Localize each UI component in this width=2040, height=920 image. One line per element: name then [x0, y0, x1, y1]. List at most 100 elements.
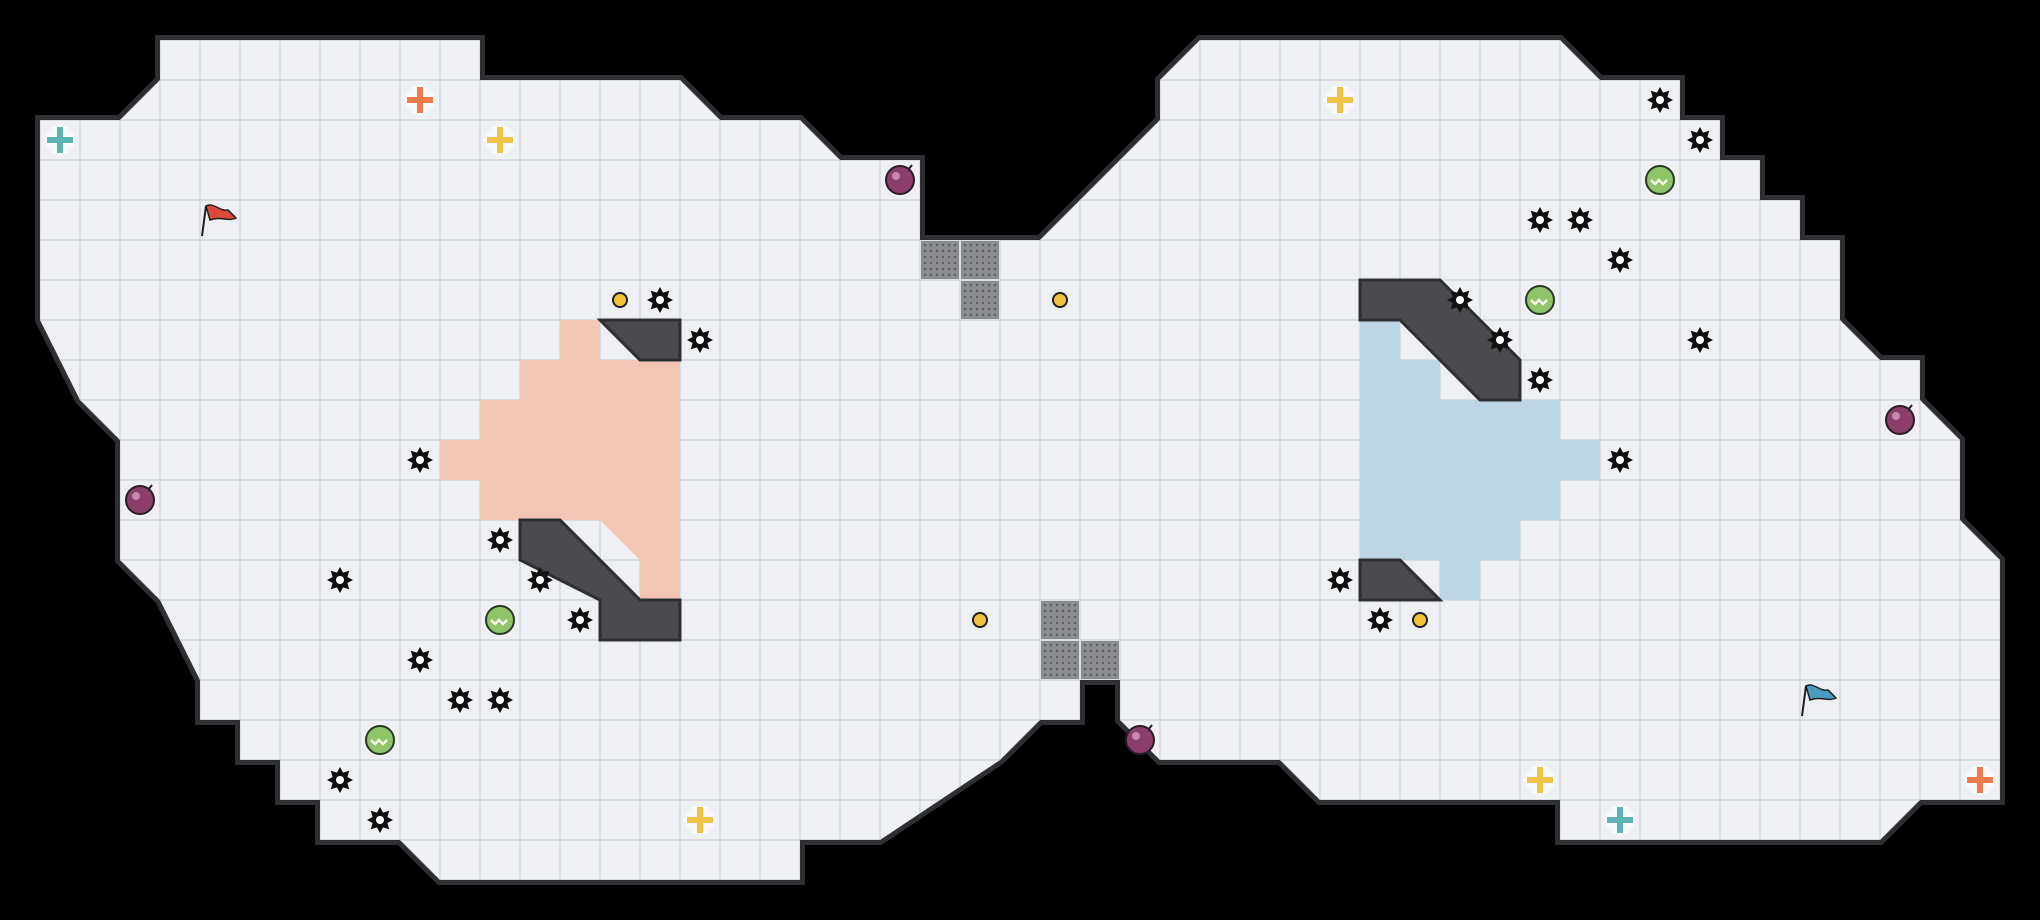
gate-dot — [993, 289, 997, 293]
spike — [407, 647, 433, 673]
bomb-fuse — [1147, 724, 1153, 731]
gate-dot — [975, 255, 979, 259]
objects-layer — [45, 85, 1995, 835]
gate-dot — [929, 267, 933, 271]
gate-dot — [1055, 655, 1059, 659]
blue-flag[interactable] — [1801, 684, 1838, 717]
gate-tile — [1081, 641, 1119, 679]
boost-icon — [1527, 767, 1553, 793]
spike — [487, 687, 513, 713]
spike — [1327, 567, 1353, 593]
gate-dot — [963, 313, 967, 317]
gate-dot — [1049, 661, 1053, 665]
gate-dot — [981, 243, 985, 247]
gate-tile — [961, 241, 999, 279]
gate-dot — [1089, 649, 1093, 653]
gate-dot — [1067, 609, 1071, 613]
gate-dot — [1055, 621, 1059, 625]
gate-dot — [987, 243, 991, 247]
spike-center — [1336, 576, 1344, 584]
gate-dot — [923, 243, 927, 247]
gate-dot — [1055, 661, 1059, 665]
gate-dot — [1101, 673, 1105, 677]
gate-dot — [1061, 615, 1065, 619]
gate-dot — [1055, 627, 1059, 631]
flag-icon[interactable] — [1805, 684, 1838, 701]
gate-dot — [981, 261, 985, 265]
gate-dot — [975, 313, 979, 317]
gate-dot — [1043, 609, 1047, 613]
gate-dot — [981, 255, 985, 259]
gate-dot — [935, 249, 939, 253]
powerup — [485, 605, 515, 635]
gate-icon — [961, 241, 999, 279]
gate-dot — [1089, 661, 1093, 665]
gate-dot — [969, 301, 973, 305]
gate-dot — [1089, 673, 1093, 677]
gate-dot — [975, 301, 979, 305]
gate-dot — [981, 301, 985, 305]
spike — [1607, 247, 1633, 273]
gate-dot — [1101, 661, 1105, 665]
button — [612, 292, 628, 308]
spike-center — [1376, 616, 1384, 624]
gate-dot — [947, 267, 951, 271]
gate-dot — [923, 249, 927, 253]
gate-dot — [1107, 661, 1111, 665]
gate-dot — [953, 261, 957, 265]
gate-dot — [1083, 649, 1087, 653]
bomb-shine — [892, 172, 900, 180]
gate-dot — [1089, 667, 1093, 671]
gate-dot — [975, 273, 979, 277]
gate-dot — [963, 289, 967, 293]
red-flag[interactable] — [201, 204, 238, 237]
gate-dot — [929, 273, 933, 277]
spike — [1527, 367, 1553, 393]
gate-dot — [1113, 673, 1117, 677]
gate-dot — [1043, 649, 1047, 653]
gate-dot — [963, 267, 967, 271]
spike — [647, 287, 673, 313]
gate-dot — [969, 295, 973, 299]
spike-center — [496, 696, 504, 704]
gate-dot — [1101, 667, 1105, 671]
gate-dot — [1061, 633, 1065, 637]
spike-center — [336, 576, 344, 584]
spike-center — [1536, 216, 1544, 224]
gate-dot — [993, 255, 997, 259]
gate-dot — [993, 301, 997, 305]
bomb — [1885, 404, 1915, 435]
gate-dot — [1043, 627, 1047, 631]
gate-dot — [963, 307, 967, 311]
gate-dot — [981, 273, 985, 277]
bomb — [125, 484, 155, 515]
spike — [1527, 207, 1553, 233]
gate-dot — [993, 243, 997, 247]
gate-dot — [923, 261, 927, 265]
gate-dot — [1055, 673, 1059, 677]
red-team-zone — [440, 320, 680, 600]
spike-center — [1656, 96, 1664, 104]
bomb-icon — [1885, 405, 1915, 435]
gate-dot — [1061, 655, 1065, 659]
spike-center — [696, 336, 704, 344]
gate-dot — [1061, 603, 1065, 607]
gate-dot — [1055, 643, 1059, 647]
gate-dot — [987, 307, 991, 311]
gate-dot — [1073, 621, 1077, 625]
gate-dot — [1073, 673, 1077, 677]
flag-icon[interactable] — [205, 204, 238, 221]
gate-dot — [963, 295, 967, 299]
bomb — [1125, 724, 1155, 755]
gate-dot — [1101, 655, 1105, 659]
gate-dot — [1049, 621, 1053, 625]
gate-dot — [969, 267, 973, 271]
gate-dot — [987, 289, 991, 293]
gate-dot — [1055, 609, 1059, 613]
team-zones-layer — [440, 320, 1600, 600]
gate-dot — [1061, 673, 1065, 677]
gate-dot — [1107, 655, 1111, 659]
gate-dot — [1043, 621, 1047, 625]
gate-dot — [1061, 667, 1065, 671]
gate-dot — [1049, 615, 1053, 619]
